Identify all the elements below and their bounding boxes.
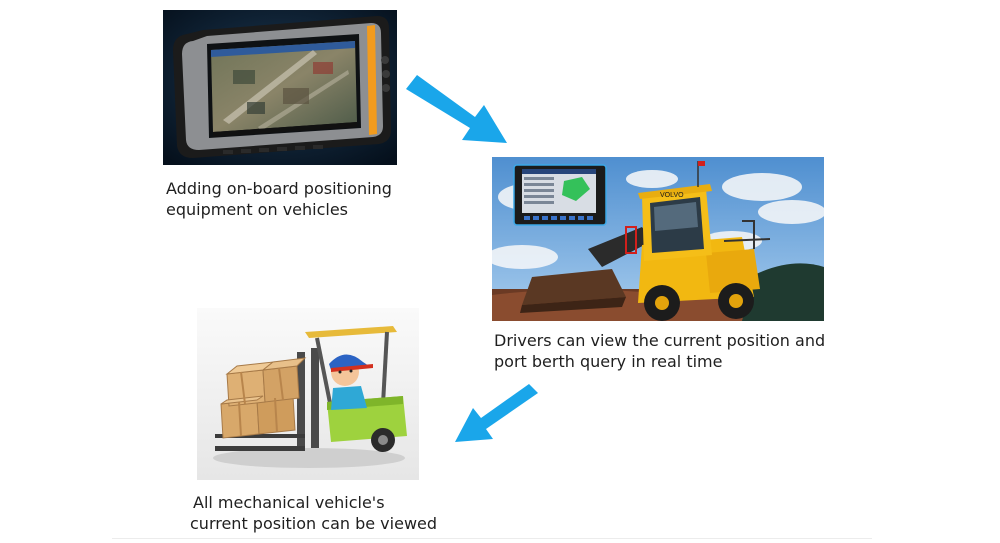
bottom-divider [112, 538, 872, 539]
arrow-right-down-icon [404, 72, 508, 144]
caption-line: current position can be viewed [190, 514, 438, 533]
arrow-left-down-icon [455, 384, 539, 443]
caption-line: Drivers can view the current position an… [494, 331, 826, 350]
caption-line: equipment on vehicles [166, 200, 349, 219]
caption-step-2: Drivers can view the current position an… [494, 330, 825, 372]
forklift-image [197, 308, 419, 480]
caption-line: All mechanical vehicle's [193, 493, 385, 512]
caption-line: Adding on-board positioning [166, 179, 392, 198]
loader-image: VOLVO [492, 157, 824, 321]
caption-step-1: Adding on-board positioning equipment on… [166, 178, 392, 220]
caption-step-3: All mechanical vehicle's current positio… [190, 492, 437, 534]
loader-brand-text: VOLVO [660, 192, 684, 199]
caption-line: port berth query in real time [494, 352, 723, 371]
tablet-image [163, 10, 397, 165]
